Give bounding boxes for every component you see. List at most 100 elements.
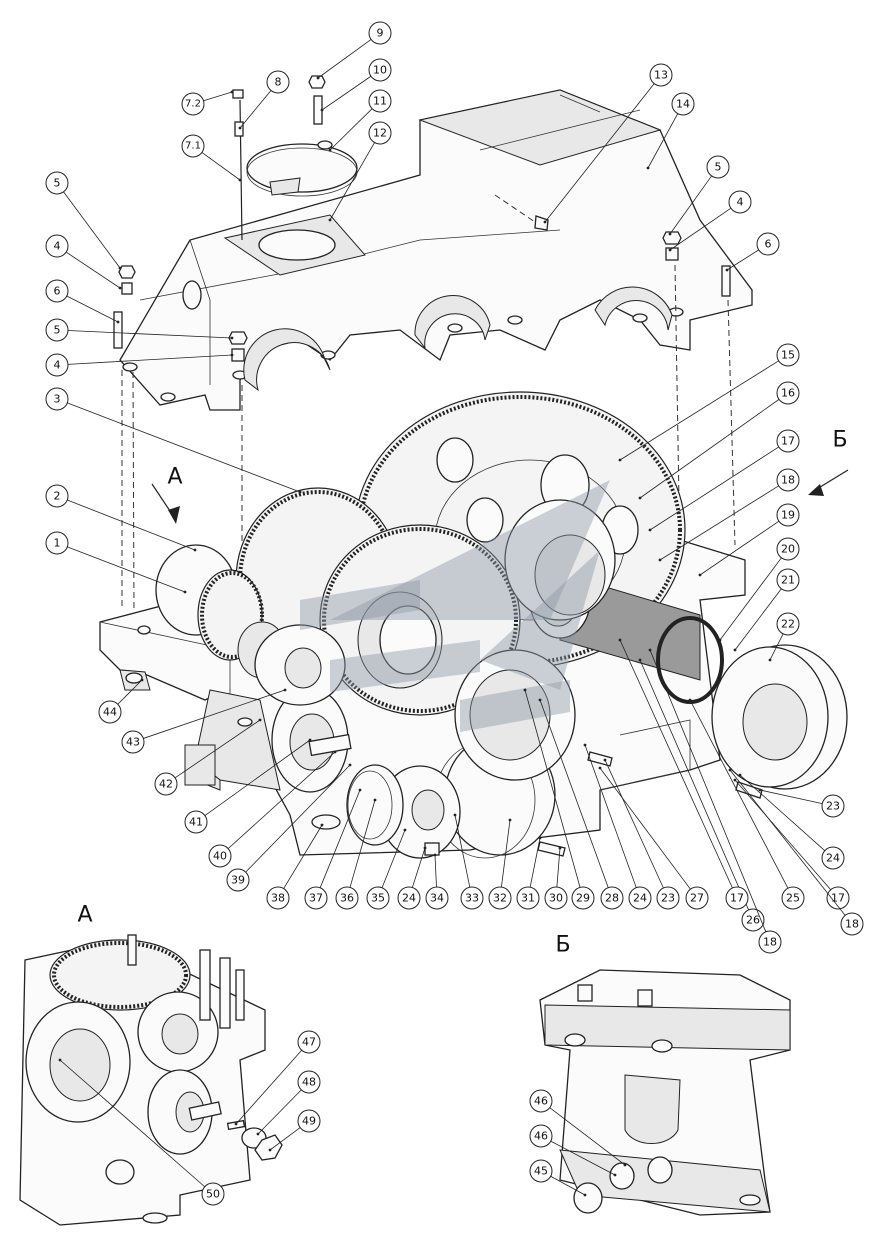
callout-leader bbox=[549, 1107, 626, 1166]
callout-number: 19 bbox=[781, 509, 795, 522]
callout-c12: 12 bbox=[328, 121, 392, 222]
callout-leader-tip bbox=[358, 788, 362, 792]
callout-number: 46 bbox=[534, 1130, 548, 1143]
callout-leader bbox=[599, 767, 691, 890]
callout-leader bbox=[649, 446, 779, 531]
callout-c72: 7.2 bbox=[181, 90, 234, 116]
callout-leader-tip bbox=[613, 1173, 617, 1177]
callout-leader-tip bbox=[538, 698, 542, 702]
callout-circle bbox=[297, 1070, 321, 1094]
callout-circle bbox=[181, 92, 205, 116]
callout-leader-tip bbox=[268, 1148, 272, 1152]
callout-number: 3 bbox=[54, 393, 61, 406]
callout-number: 14 bbox=[676, 98, 690, 111]
callout-c21: 21 bbox=[733, 568, 800, 652]
callout-number: 30 bbox=[549, 892, 563, 905]
callout-leader-tip bbox=[230, 336, 234, 340]
callout-number: 17 bbox=[730, 892, 744, 905]
callout-leader-tip bbox=[118, 286, 122, 290]
callout-c33: 33 bbox=[453, 813, 484, 910]
callout-circle bbox=[756, 232, 780, 256]
callout-leader bbox=[329, 108, 373, 151]
callout-leader-tip bbox=[598, 766, 602, 770]
callout-circle bbox=[776, 568, 800, 592]
callout-number: 8 bbox=[275, 76, 282, 89]
callout-number: 33 bbox=[465, 892, 479, 905]
callout-circle bbox=[266, 886, 290, 910]
callout-c4a: 4 bbox=[45, 234, 122, 290]
callout-leader-tip bbox=[308, 738, 312, 742]
callout-leader-tip bbox=[234, 1122, 238, 1126]
callout-number: 25 bbox=[786, 892, 800, 905]
callout-leader-tip bbox=[58, 1058, 62, 1062]
callout-leader bbox=[59, 1059, 205, 1188]
callout-leader bbox=[550, 1140, 616, 1176]
callout-leader-tip bbox=[758, 788, 762, 792]
callout-leader-tip bbox=[698, 573, 702, 577]
callout-number: 11 bbox=[373, 95, 387, 108]
callout-circle bbox=[649, 63, 673, 87]
view-label-a: А bbox=[167, 465, 182, 490]
callout-leader bbox=[619, 639, 733, 889]
callout-circle bbox=[304, 886, 328, 910]
callout-c31: 31 bbox=[516, 836, 542, 910]
detail-label-a: А bbox=[77, 903, 92, 928]
callout-leader-tip bbox=[348, 763, 352, 767]
callout-leader-tip bbox=[738, 773, 742, 777]
callout-circle bbox=[706, 155, 730, 179]
callout-c24c: 24 bbox=[397, 846, 427, 910]
callout-number: 44 bbox=[103, 706, 117, 719]
callout-number: 37 bbox=[309, 892, 323, 905]
callout-circle bbox=[45, 234, 69, 258]
callout-number: 23 bbox=[826, 800, 840, 813]
callout-circle bbox=[776, 343, 800, 367]
callout-number: 22 bbox=[781, 618, 795, 631]
callout-leader bbox=[550, 1175, 586, 1196]
callout-leader bbox=[67, 330, 233, 339]
callout-leader bbox=[454, 814, 471, 888]
callout-circle bbox=[98, 700, 122, 724]
callout-leader bbox=[639, 659, 749, 911]
callout-circle bbox=[544, 886, 568, 910]
callout-leader bbox=[67, 402, 301, 493]
callout-leader-tip bbox=[618, 458, 622, 462]
callout-leader-tip bbox=[423, 846, 427, 850]
callout-leader bbox=[604, 759, 664, 889]
callout-number: 27 bbox=[690, 892, 704, 905]
callout-number: 41 bbox=[189, 816, 203, 829]
detail-label-b: Б bbox=[555, 933, 570, 958]
callout-circle bbox=[226, 868, 250, 892]
callout-c5c: 5 bbox=[668, 155, 730, 236]
callout-c5b: 5 bbox=[45, 318, 234, 342]
callout-number: 24 bbox=[826, 852, 840, 865]
callout-leader-tip bbox=[733, 778, 737, 782]
callout-leader bbox=[66, 295, 119, 323]
callout-number: 16 bbox=[781, 387, 795, 400]
callout-leader bbox=[239, 90, 272, 129]
callout-c11: 11 bbox=[328, 89, 392, 152]
callout-circle bbox=[685, 886, 709, 910]
callout-number: 2 bbox=[54, 490, 61, 503]
callout-leader-tip bbox=[118, 266, 122, 270]
callout-circle bbox=[488, 886, 512, 910]
callout-leader-tip bbox=[648, 528, 652, 532]
callout-circle bbox=[776, 537, 800, 561]
callout-leader bbox=[769, 633, 784, 661]
callout-circle bbox=[529, 1124, 553, 1148]
callout-number: 12 bbox=[373, 127, 387, 140]
callout-leader-tip bbox=[256, 1132, 260, 1136]
callout-leader bbox=[329, 142, 375, 221]
callout-c8: 8 bbox=[238, 70, 290, 130]
callout-leader-tip bbox=[688, 698, 692, 702]
callout-c30: 30 bbox=[544, 846, 568, 910]
callout-leader-tip bbox=[558, 846, 562, 850]
callout-c14: 14 bbox=[646, 92, 695, 170]
callout-circle bbox=[45, 353, 69, 377]
callout-leader-tip bbox=[328, 148, 332, 152]
callout-c13: 13 bbox=[543, 63, 673, 224]
callout-leader bbox=[67, 499, 196, 551]
callout-circle bbox=[826, 886, 850, 910]
callout-leader bbox=[174, 719, 261, 779]
callout-leader-tip bbox=[583, 743, 587, 747]
callout-leader bbox=[647, 113, 679, 169]
